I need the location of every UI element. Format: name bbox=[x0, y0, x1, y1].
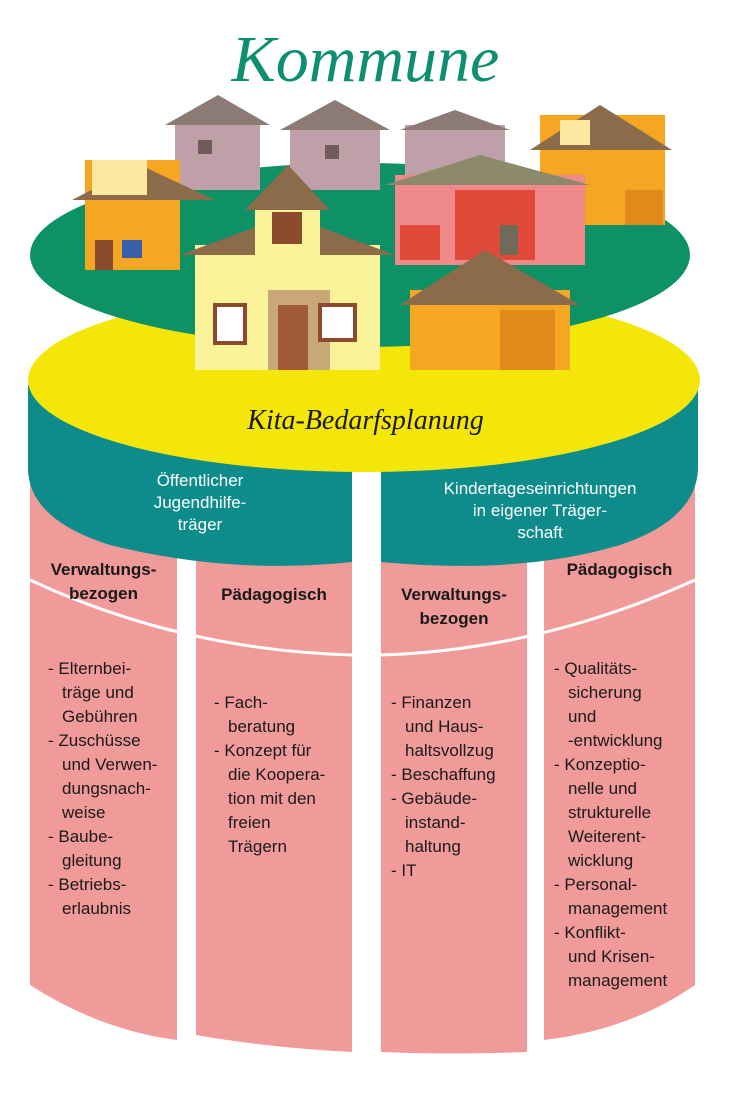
list-item: - Finanzen und Haus- haltsvollzug bbox=[391, 693, 494, 760]
house-icon bbox=[180, 165, 395, 370]
list-item: - Konzept für die Koopera- tion mit den … bbox=[214, 741, 326, 856]
column-1-shape bbox=[30, 470, 177, 1040]
group-label-public: Öffentlicher Jugendhilfe- träger bbox=[153, 471, 247, 534]
list-item: - Personal- management bbox=[554, 875, 668, 918]
page-title: Kommune bbox=[231, 23, 500, 96]
column-4-shape bbox=[544, 470, 695, 1040]
list-item: - IT bbox=[391, 861, 417, 880]
list-item: - Konzeptio- nelle und strukturelle Weit… bbox=[554, 755, 652, 870]
band-label: Kita-Bedarfsplanung bbox=[247, 405, 484, 436]
house-icon bbox=[72, 160, 215, 270]
column-2-heading: Pädagogisch bbox=[221, 585, 327, 604]
list-item: - Qualitäts- sicherung und -entwicklung bbox=[554, 659, 663, 750]
group-label-own: Kindertageseinrichtungen in eigener Träg… bbox=[443, 479, 637, 542]
header-divider-right bbox=[380, 578, 696, 657]
list-item: - Gebäude- instand- haltung bbox=[391, 789, 477, 856]
list-item: - Elternbei- träge und Gebühren bbox=[48, 659, 138, 726]
column-3-shape bbox=[381, 470, 527, 1054]
list-item: - Betriebs- erlaubnis bbox=[48, 875, 131, 918]
house-icon bbox=[400, 250, 580, 370]
list-item: - Konflikt- und Krisen- management bbox=[554, 923, 668, 990]
column-4-heading: Pädagogisch bbox=[566, 560, 673, 579]
column-3-list: - Finanzen und Haus- haltsvollzug - Besc… bbox=[391, 691, 526, 883]
column-1-heading: Verwaltungs- bezogen bbox=[50, 560, 157, 603]
column-4-list: - Qualitäts- sicherung und -entwicklung … bbox=[554, 657, 694, 993]
column-2-list: - Fach- beratung - Konzept für die Koope… bbox=[214, 691, 354, 859]
list-item: - Fach- beratung bbox=[214, 693, 296, 736]
header-divider-left bbox=[29, 578, 353, 657]
list-item: - Baube- gleitung bbox=[48, 827, 122, 870]
column-3-heading: Verwaltungs- bezogen bbox=[401, 585, 507, 628]
house-icon bbox=[280, 100, 390, 190]
house-icon bbox=[165, 95, 270, 190]
list-item: - Beschaffung bbox=[391, 765, 496, 784]
column-1-list: - Elternbei- träge und Gebühren - Zuschü… bbox=[48, 657, 183, 921]
column-2-shape bbox=[196, 470, 352, 1052]
list-item: - Zuschüsse und Verwen- dungsnach- weise bbox=[48, 731, 158, 822]
band-gap bbox=[352, 470, 381, 570]
house-icon bbox=[385, 155, 590, 265]
